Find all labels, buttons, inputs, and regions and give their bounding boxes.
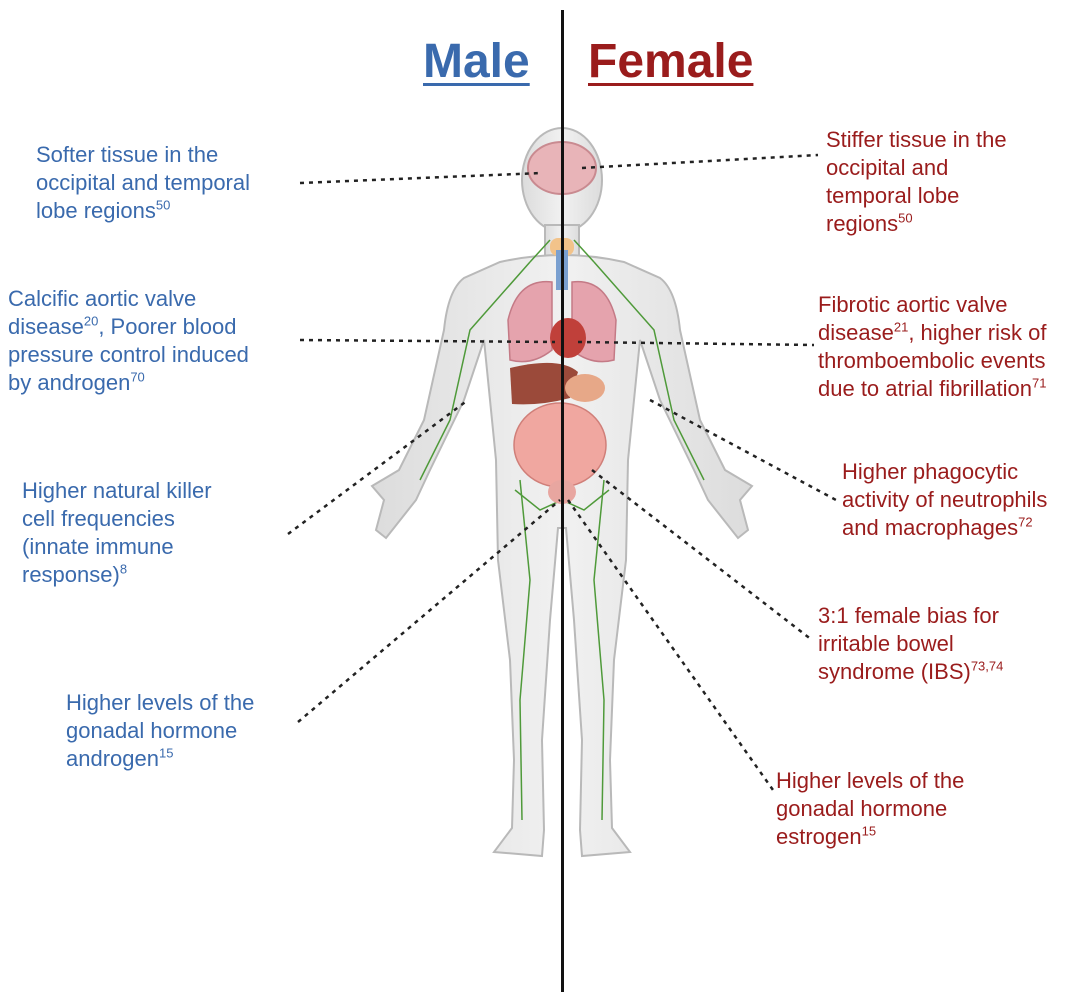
note-text: disease xyxy=(818,320,894,345)
heart-icon xyxy=(550,318,586,358)
note-text: Fibrotic aortic valve xyxy=(818,292,1008,317)
note-text: Stiffer tissue in the xyxy=(826,127,1007,152)
male-note-1: Softer tissue in the occipital and tempor… xyxy=(36,141,250,225)
note-line: and macrophages72 xyxy=(842,514,1047,542)
note-line: Stiffer tissue in the xyxy=(826,126,1007,154)
note-line: due to atrial fibrillation71 xyxy=(818,375,1046,403)
note-line: androgen15 xyxy=(66,745,254,773)
citation-superscript: 50 xyxy=(156,198,170,213)
note-line: disease21, higher risk of xyxy=(818,319,1046,347)
citation-superscript: 72 xyxy=(1018,515,1032,530)
note-line: activity of neutrophils xyxy=(842,486,1047,514)
note-text: occipital and temporal xyxy=(36,170,250,195)
female-heading: Female xyxy=(588,38,753,86)
note-text: Higher levels of the xyxy=(776,768,964,793)
citation-superscript: 15 xyxy=(862,824,876,839)
note-text: Higher natural killer xyxy=(22,478,212,503)
note-text: Calcific aortic valve xyxy=(8,286,196,311)
note-text: , Poorer blood xyxy=(98,314,236,339)
male-note-3: Higher natural killer cell frequencies (in… xyxy=(22,477,212,589)
note-line: irritable bowel xyxy=(818,630,1003,658)
note-text: regions xyxy=(826,211,898,236)
note-line: lobe regions50 xyxy=(36,197,250,225)
note-line: Fibrotic aortic valve xyxy=(818,291,1046,319)
note-line: 3:1 female bias for xyxy=(818,602,1003,630)
note-text: Higher levels of the xyxy=(66,690,254,715)
note-line: regions50 xyxy=(826,210,1007,238)
female-note-3: Higher phagocytic activity of neutrophils… xyxy=(842,458,1047,542)
stomach-icon xyxy=(565,374,605,402)
note-text: Higher phagocytic xyxy=(842,459,1018,484)
note-text: temporal lobe xyxy=(826,183,959,208)
note-line: Softer tissue in the xyxy=(36,141,250,169)
note-line: gonadal hormone xyxy=(776,795,964,823)
citation-superscript: 20 xyxy=(84,314,98,329)
note-line: gonadal hormone xyxy=(66,717,254,745)
citation-superscript: 50 xyxy=(898,211,912,226)
note-text: estrogen xyxy=(776,824,862,849)
note-text: occipital and xyxy=(826,155,948,180)
male-heading: Male xyxy=(423,38,530,86)
note-text: (innate immune xyxy=(22,534,174,559)
note-text: Softer tissue in the xyxy=(36,142,218,167)
note-text: syndrome (IBS) xyxy=(818,659,971,684)
note-text: and macrophages xyxy=(842,515,1018,540)
note-line: temporal lobe xyxy=(826,182,1007,210)
note-line: Higher natural killer xyxy=(22,477,212,505)
note-text: lobe regions xyxy=(36,198,156,223)
note-line: estrogen15 xyxy=(776,823,964,851)
citation-superscript: 21 xyxy=(894,320,908,335)
note-line: occipital and xyxy=(826,154,1007,182)
note-line: occipital and temporal xyxy=(36,169,250,197)
note-text: activity of neutrophils xyxy=(842,487,1047,512)
note-line: Higher phagocytic xyxy=(842,458,1047,486)
connector-male-immune xyxy=(288,400,468,534)
note-text: gonadal hormone xyxy=(66,718,237,743)
note-text: pressure control induced xyxy=(8,342,249,367)
note-text: gonadal hormone xyxy=(776,796,947,821)
note-line: Calcific aortic valve xyxy=(8,285,249,313)
note-line: syndrome (IBS)73,74 xyxy=(818,658,1003,686)
note-text: cell frequencies xyxy=(22,506,175,531)
citation-superscript: 8 xyxy=(120,562,127,577)
note-line: pressure control induced xyxy=(8,341,249,369)
note-text: irritable bowel xyxy=(818,631,954,656)
connector-female-brain xyxy=(582,155,818,168)
note-line: (innate immune xyxy=(22,533,212,561)
note-text: by androgen xyxy=(8,370,130,395)
note-line: Higher levels of the xyxy=(66,689,254,717)
citation-superscript: 73,74 xyxy=(971,659,1004,674)
note-line: by androgen70 xyxy=(8,369,249,397)
citation-superscript: 15 xyxy=(159,746,173,761)
note-text: , higher risk of xyxy=(908,320,1046,345)
note-text: thromboembolic events xyxy=(818,348,1045,373)
connector-male-brain xyxy=(300,173,542,183)
note-line: cell frequencies xyxy=(22,505,212,533)
citation-superscript: 71 xyxy=(1032,376,1046,391)
note-text: 3:1 female bias for xyxy=(818,603,999,628)
note-line: disease20, Poorer blood xyxy=(8,313,249,341)
female-note-1: Stiffer tissue in the occipital and tempor… xyxy=(826,126,1007,238)
note-text: androgen xyxy=(66,746,159,771)
note-line: thromboembolic events xyxy=(818,347,1046,375)
note-text: disease xyxy=(8,314,84,339)
note-text: response) xyxy=(22,562,120,587)
intestines-icon xyxy=(514,403,606,487)
note-line: Higher levels of the xyxy=(776,767,964,795)
note-text: due to atrial fibrillation xyxy=(818,376,1032,401)
center-divider-line xyxy=(561,10,564,992)
citation-superscript: 70 xyxy=(130,370,144,385)
note-line: response)8 xyxy=(22,561,212,589)
